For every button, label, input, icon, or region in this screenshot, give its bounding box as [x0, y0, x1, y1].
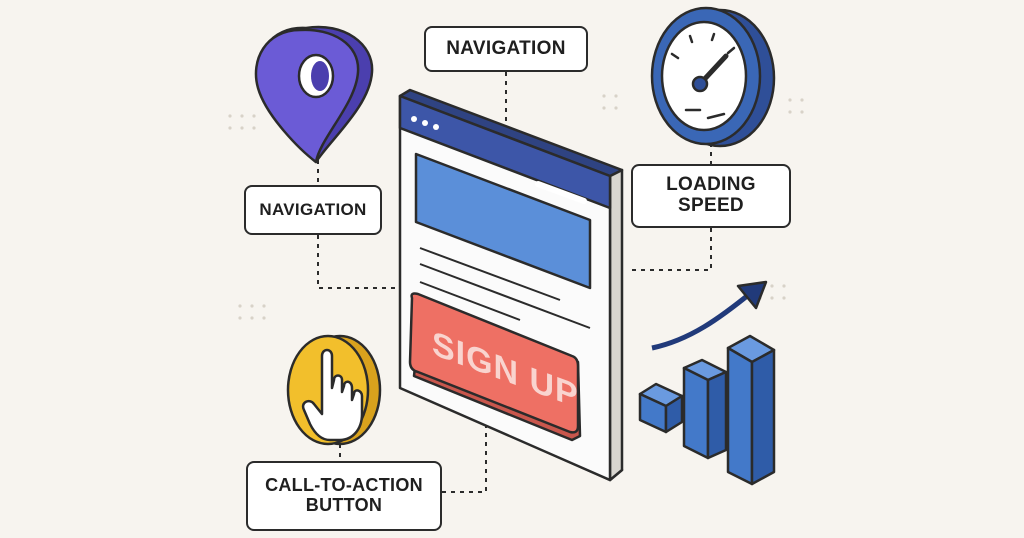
connector-speed — [628, 228, 712, 271]
background-dots — [228, 94, 804, 320]
label-navigation-top: NAVIGATION — [424, 26, 588, 72]
label-loading-speed: LOADING SPEED — [631, 164, 791, 228]
connector-cta — [442, 422, 487, 493]
location-pin-icon — [254, 25, 374, 164]
speedometer-icon — [650, 6, 776, 148]
bar-chart-growth-icon — [638, 280, 776, 486]
connector-lines — [317, 72, 712, 493]
label-call-to-action: CALL-TO-ACTION BUTTON — [246, 461, 442, 531]
browser-header-bar — [398, 94, 612, 210]
connector-nav-left — [317, 235, 396, 289]
browser-window — [398, 88, 624, 482]
pointer-hand-icon — [286, 334, 382, 446]
label-navigation-left: NAVIGATION — [244, 185, 382, 235]
hero-banner — [414, 152, 592, 290]
